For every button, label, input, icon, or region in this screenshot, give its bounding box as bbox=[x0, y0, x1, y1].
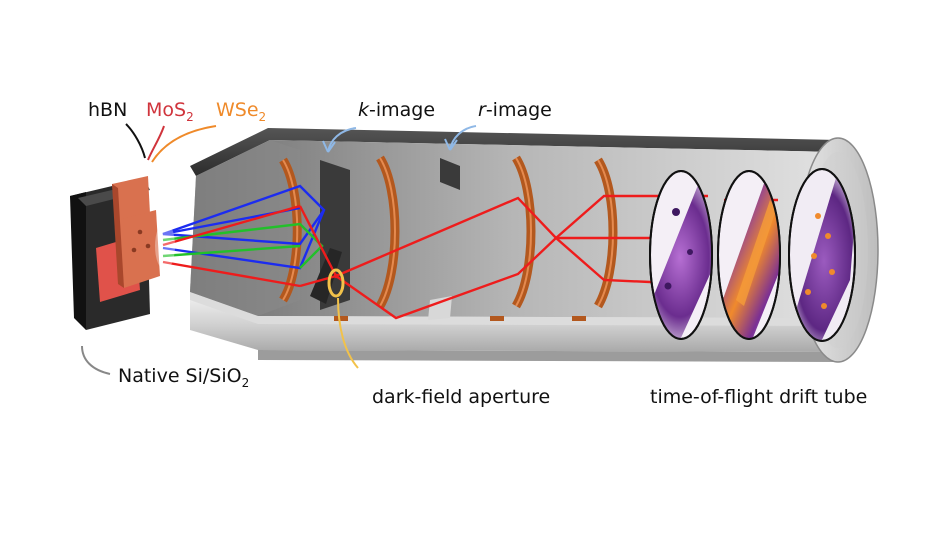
label-mos2-main: MoS bbox=[146, 99, 186, 121]
label-r-image-rest: -image bbox=[486, 99, 552, 121]
aperture-plates bbox=[310, 158, 460, 320]
label-k-image-italic: k bbox=[358, 99, 370, 121]
label-substrate-main: Native Si/SiO bbox=[118, 365, 242, 387]
label-wse2: WSe2 bbox=[216, 99, 266, 124]
aperture-focus-point bbox=[333, 273, 339, 279]
momentum-image-1 bbox=[649, 170, 713, 340]
label-r-image: r-image bbox=[478, 99, 552, 121]
label-mos2-subscript: 2 bbox=[186, 110, 194, 124]
r-image-arrow-head bbox=[444, 138, 458, 151]
label-dark-field-aperture: dark-field aperture bbox=[372, 386, 550, 408]
sample-stack bbox=[70, 176, 175, 330]
momentum-image-2 bbox=[717, 170, 781, 340]
label-wse2-main: WSe bbox=[216, 99, 259, 121]
electrostatic-lenses bbox=[279, 155, 618, 321]
label-r-image-italic: r bbox=[478, 99, 487, 121]
label-substrate: Native Si/SiO2 bbox=[118, 365, 249, 390]
label-wse2-subscript: 2 bbox=[259, 110, 267, 124]
label-k-image-rest: -image bbox=[369, 99, 435, 121]
label-drift-tube: time-of-flight drift tube bbox=[650, 386, 867, 408]
label-hbn: hBN bbox=[88, 99, 127, 121]
label-substrate-subscript: 2 bbox=[242, 376, 250, 390]
momentum-image-3 bbox=[788, 168, 856, 342]
label-mos2: MoS2 bbox=[146, 99, 194, 124]
label-k-image: k-image bbox=[358, 99, 435, 121]
k-image-arrow-head bbox=[322, 140, 336, 153]
dark-field-aperture-ring bbox=[327, 268, 345, 298]
callout-lines bbox=[81, 123, 477, 375]
